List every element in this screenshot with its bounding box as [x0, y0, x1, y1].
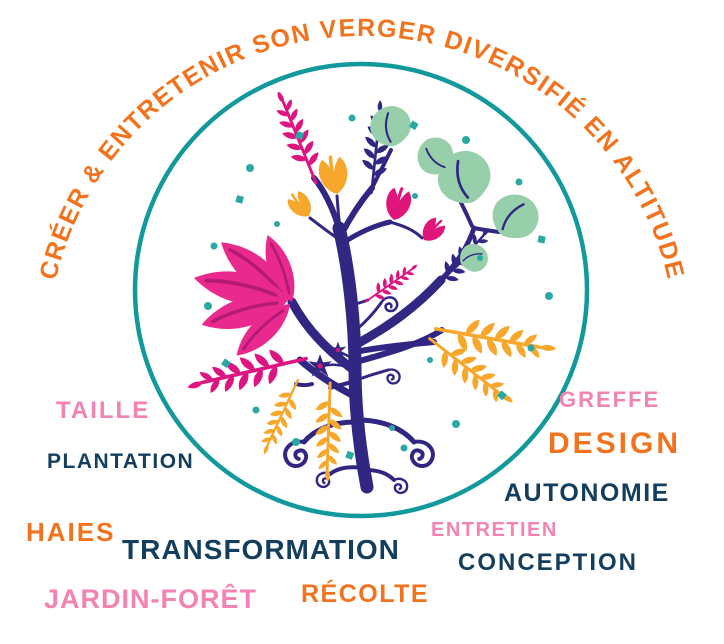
circle-border [132, 61, 590, 519]
branch-path [308, 216, 342, 242]
teal-dot [204, 302, 212, 310]
teal-dot [252, 406, 260, 414]
magenta-tulip-flower [415, 213, 450, 248]
branch-path [388, 220, 424, 240]
branch-path [370, 148, 393, 190]
keyword-autonomie: AUTONOMIE [504, 479, 670, 507]
keyword-plantation: PLANTATION [47, 450, 195, 473]
keyword-conception: CONCEPTION [458, 549, 639, 576]
orange-fern [433, 310, 560, 368]
keyword-recolte: RÉCOLTE [301, 580, 430, 608]
teal-dot [452, 420, 460, 428]
keyword-greffe: GREFFE [559, 387, 661, 412]
teal-dot [412, 193, 418, 199]
arc-title: CRÉER & ENTRETENIR SON VERGER DIVERSIFIÉ… [34, 14, 689, 282]
branch-path [350, 275, 446, 350]
branch-path [335, 194, 343, 234]
teal-dot [235, 195, 244, 204]
green-leaf [367, 103, 414, 150]
keyword-transformation: TRANSFORMATION [122, 534, 400, 565]
orange-fern [252, 375, 309, 459]
teal-dot [409, 120, 419, 131]
branch-path [296, 356, 362, 402]
teal-dot [274, 221, 280, 227]
branch-path [364, 468, 396, 482]
teal-dot [527, 344, 535, 352]
keyword-design: DESIGN [548, 427, 682, 460]
branch-path [337, 219, 393, 248]
branch-path [354, 301, 383, 332]
teal-dot [246, 164, 254, 172]
teal-dots [204, 114, 553, 460]
branch-curl [389, 476, 410, 496]
teal-dot [497, 390, 507, 401]
branch-curl [314, 470, 335, 490]
teal-dot [477, 255, 483, 261]
teal-dot [515, 178, 523, 186]
branch-path [328, 465, 364, 476]
keyword-jardin-foret: JARDIN-FORÊT [44, 584, 257, 614]
teal-dot [400, 444, 408, 452]
teal-dot [295, 130, 305, 140]
teal-dot [427, 357, 433, 363]
keyword-haies: HAIES [26, 517, 116, 547]
arc-title-text: CRÉER & ENTRETENIR SON VERGER DIVERSIFIÉ… [34, 14, 688, 282]
branch-path [352, 339, 437, 355]
teal-dot [348, 114, 356, 122]
magenta-tulip-flower [380, 184, 416, 225]
branch-curl [402, 436, 440, 472]
pink-leaves-cluster [188, 229, 304, 366]
green-leaf [481, 183, 549, 251]
teal-dot [462, 136, 470, 144]
teal-dot [221, 358, 231, 369]
keyword-entretien: ENTRETIEN [431, 519, 558, 541]
teal-dot [210, 242, 218, 250]
branch-path [338, 185, 375, 238]
orange-tulip-flower [282, 186, 319, 224]
keyword-taille: TAILLE [56, 397, 151, 424]
star-flower-center [317, 363, 323, 369]
teal-dot [537, 235, 546, 244]
teal-dot [389, 425, 395, 431]
teal-dot [545, 292, 553, 300]
flowers [282, 152, 450, 377]
star-flower-center [336, 348, 340, 352]
branch-path [294, 382, 314, 388]
teal-dot [345, 450, 355, 460]
branch-path [328, 380, 354, 390]
branch-path [355, 417, 417, 445]
teal-dot [292, 438, 300, 446]
branch-path [355, 368, 390, 382]
